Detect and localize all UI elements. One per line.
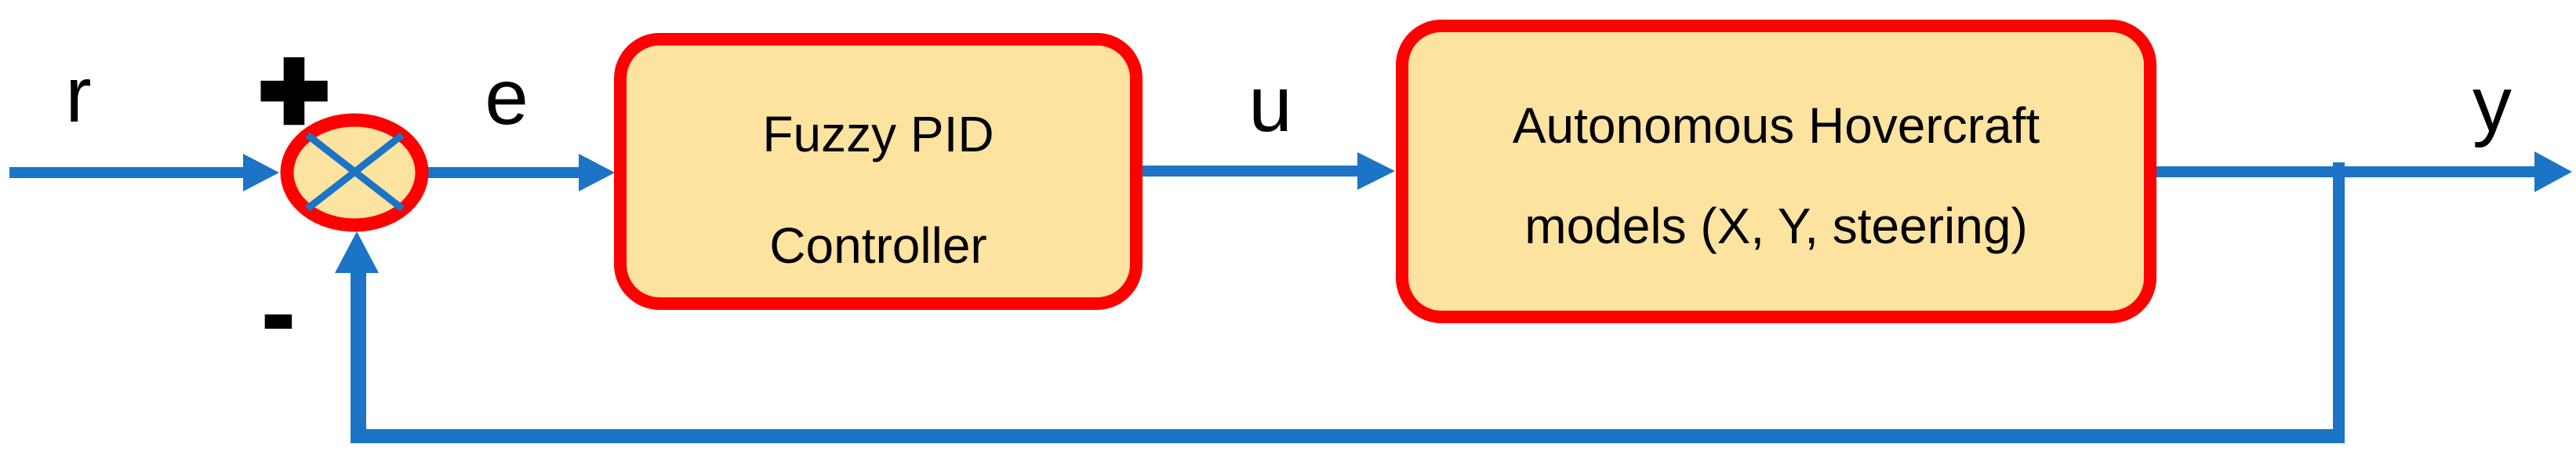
error-signal-line — [423, 167, 580, 178]
feedback-left-vertical-line — [351, 267, 366, 443]
arrowhead-up-icon — [335, 231, 379, 273]
plus-sign: + — [260, 24, 329, 155]
feedback-bottom-line — [351, 429, 2345, 443]
input-signal-line — [9, 167, 245, 178]
arrowhead-right-icon — [243, 154, 279, 191]
reference-signal-label: r — [65, 51, 91, 139]
feedback-branch-vertical-line — [2333, 162, 2345, 443]
output-signal-label: y — [2472, 60, 2512, 148]
plant-label-line2: models (X, Y, steering) — [1524, 198, 2028, 254]
minus-sign: - — [263, 261, 294, 366]
control-signal-label: u — [1248, 60, 1292, 148]
junction-cross-icon — [305, 132, 405, 212]
arrowhead-right-icon — [2534, 151, 2572, 192]
error-signal-label: e — [485, 53, 529, 141]
output-signal-line — [2155, 166, 2536, 177]
controller-label-line1: Fuzzy PID — [762, 106, 994, 162]
control-signal-line — [1141, 166, 1359, 177]
plant-label-line1: Autonomous Hovercraft — [1513, 97, 2040, 154]
controller-label-line2: Controller — [769, 217, 986, 274]
arrowhead-right-icon — [1357, 152, 1395, 190]
controller-block — [614, 33, 1143, 310]
arrowhead-right-icon — [579, 154, 615, 191]
plant-block — [1396, 20, 2156, 323]
